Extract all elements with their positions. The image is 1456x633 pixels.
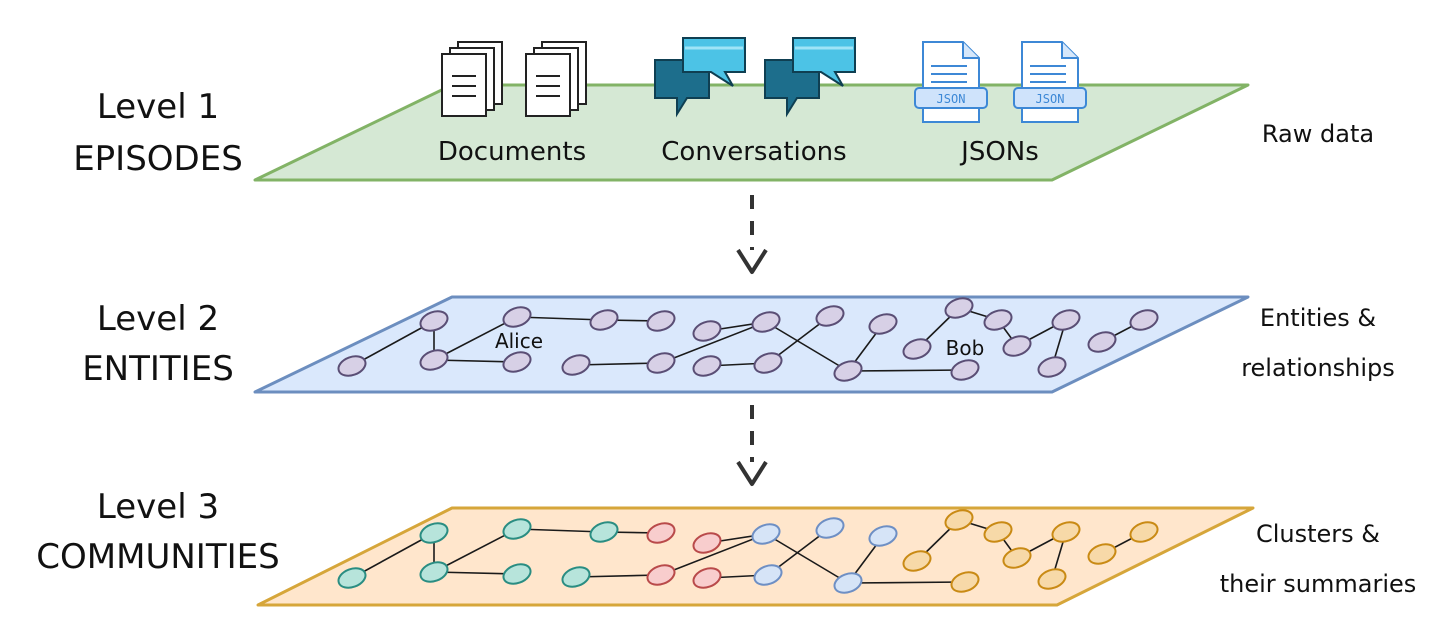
level-3-layer: Level 3 COMMUNITIES Clusters & their sum… — [36, 487, 1417, 607]
graph-edge — [660, 321, 767, 364]
entity-node — [950, 359, 980, 381]
entity-node — [589, 309, 619, 331]
community-orange-node — [902, 550, 932, 572]
community-blue-node — [868, 525, 898, 547]
entity-node — [1051, 309, 1081, 331]
graph-edge — [433, 528, 518, 573]
entity-node — [646, 352, 676, 374]
json-file-icon: JSON — [914, 41, 988, 123]
entity-node — [833, 360, 863, 382]
entity-node — [502, 351, 532, 373]
level-1-plane — [253, 83, 1250, 182]
level-1-side-label: Raw data — [1262, 120, 1374, 148]
json-badge-label: JSON — [937, 92, 966, 106]
level-3-title: COMMUNITIES — [36, 537, 279, 577]
community-teal-node — [561, 566, 591, 588]
community-red-node — [646, 564, 676, 586]
community-orange-node — [1002, 547, 1032, 569]
entity-node — [502, 306, 532, 328]
graph-edge — [516, 316, 605, 321]
graph-edge — [847, 369, 966, 372]
entity-node — [419, 349, 449, 371]
graph-edge — [351, 320, 435, 367]
chat-bubbles-icon — [764, 37, 856, 118]
community-blue-node — [753, 564, 783, 586]
level-2-layer: Level 2 ENTITIES Entities & relationship… — [82, 295, 1395, 394]
graph-edge — [765, 533, 849, 584]
entity-node — [692, 320, 722, 342]
graph-edge — [433, 316, 518, 361]
level-1-title: EPISODES — [73, 139, 243, 179]
graph-edge — [847, 581, 966, 584]
community-teal-node — [589, 521, 619, 543]
community-red-node — [692, 567, 722, 589]
community-red-node — [692, 532, 722, 554]
community-orange-node — [1037, 568, 1067, 590]
jsons-label: JSONs — [959, 137, 1039, 167]
entity-node — [337, 355, 367, 377]
level-3-number: Level 3 — [97, 487, 219, 527]
community-orange-node — [1087, 543, 1117, 565]
chat-bubbles-icon — [654, 37, 746, 118]
arrow-level-1-to-2 — [736, 195, 768, 274]
community-graph — [337, 509, 1159, 594]
json-file-icon: JSON — [1013, 41, 1087, 123]
community-teal-node — [419, 561, 449, 583]
entity-node — [815, 305, 845, 327]
level-1-number: Level 1 — [97, 87, 219, 127]
entity-node — [1002, 335, 1032, 357]
entity-node — [1129, 309, 1159, 331]
entity-label-alice: Alice — [495, 329, 543, 353]
entity-node — [1037, 356, 1067, 378]
graph-edge — [351, 532, 435, 579]
entity-node — [753, 352, 783, 374]
entity-node — [944, 297, 974, 319]
community-orange-node — [1129, 521, 1159, 543]
community-orange-node — [950, 571, 980, 593]
entity-node — [902, 338, 932, 360]
level-2-number: Level 2 — [97, 299, 219, 339]
document-stack-icon — [525, 41, 587, 117]
conversations-label: Conversations — [661, 137, 846, 167]
entity-node — [646, 310, 676, 332]
level-2-side-label-line-2: relationships — [1241, 354, 1395, 382]
level-1-layer: Level 1 EPISODES Raw data — [73, 37, 1374, 182]
community-blue-node — [833, 572, 863, 594]
graph-edge — [660, 533, 767, 576]
graph-edge — [516, 528, 605, 533]
entity-node — [692, 355, 722, 377]
community-teal-node — [502, 563, 532, 585]
community-orange-node — [1051, 521, 1081, 543]
entity-node — [751, 311, 781, 333]
entity-label-bob: Bob — [946, 336, 985, 360]
community-orange-node — [944, 509, 974, 531]
entity-node — [561, 354, 591, 376]
document-stack-icon — [441, 41, 503, 117]
entity-node — [419, 310, 449, 332]
json-badge-label: JSON — [1036, 92, 1065, 106]
entity-graph — [337, 297, 1159, 382]
entity-node — [1087, 331, 1117, 353]
entity-node — [868, 313, 898, 335]
arrow-level-2-to-3 — [736, 405, 768, 486]
level-3-side-label-line-1: Clusters & — [1256, 520, 1380, 548]
level-2-side-label-line-1: Entities & — [1260, 304, 1376, 332]
community-teal-node — [502, 518, 532, 540]
community-teal-node — [419, 522, 449, 544]
community-blue-node — [751, 523, 781, 545]
level-3-side-label-line-2: their summaries — [1220, 570, 1417, 598]
entity-node — [983, 309, 1013, 331]
level-2-title: ENTITIES — [82, 349, 234, 389]
community-red-node — [646, 522, 676, 544]
documents-label: Documents — [438, 137, 586, 167]
community-blue-node — [815, 517, 845, 539]
community-teal-node — [337, 567, 367, 589]
graph-edge — [765, 321, 849, 372]
community-orange-node — [983, 521, 1013, 543]
